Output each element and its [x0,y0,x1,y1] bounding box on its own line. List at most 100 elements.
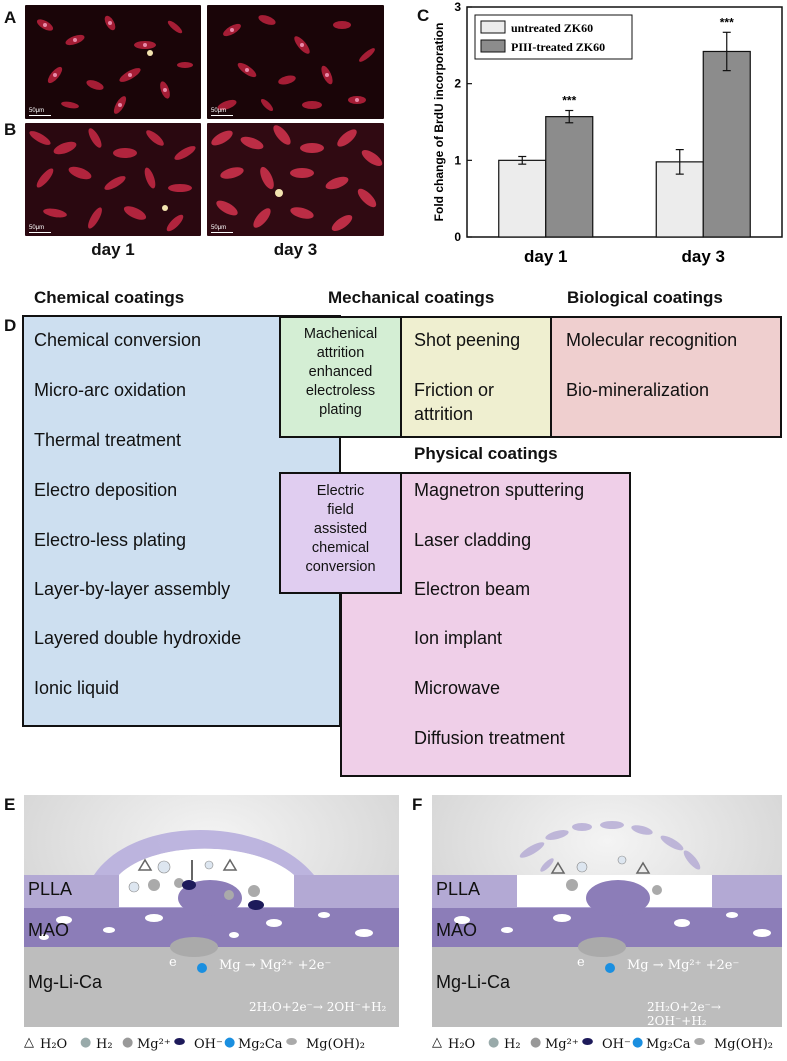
reaction-cathode: 2H₂O+2e⁻→ 2OH⁻+H₂ [249,1000,387,1014]
mg-ion-icon: ● [530,1035,542,1050]
plot-frame [466,6,783,238]
overlap-line: Machenical [303,326,378,342]
chemical-item: Chemical conversion [34,330,202,350]
oh-ion-icon: ⬬ [174,1035,186,1050]
physical-item: Magnetron sputtering [414,480,585,500]
legend-swatch-1 [480,39,506,53]
mech-chem-overlap-region [279,316,402,438]
chemical-item: Thermal treatment [34,430,182,450]
overlap-line: Electric [316,483,365,499]
micrograph-image [207,123,384,236]
electron-label: e [169,955,177,970]
micrograph-a-day1: 50μm [25,5,201,119]
micrograph-b-day1: 50μm [25,123,201,236]
scale-bar: 50μm [211,108,233,116]
legend-swatch-0 [480,20,506,34]
h2-icon: ● [80,1035,92,1050]
overlap-line: conversion [305,559,376,575]
reaction-anode: Mg → Mg²⁺ +2e⁻ [627,958,740,973]
legend-mg: Mg²⁺ [137,1037,171,1052]
biological-coatings-header: Biological coatings [567,288,723,307]
legend-mgoh2: Mg(OH)₂ [714,1037,773,1052]
x-tick-label: day 1 [524,247,567,266]
micrograph-a-day3: 50μm [207,5,384,119]
h2o-icon: △ [24,1035,34,1050]
mechanical-item: Shot peening [414,330,521,350]
phys-chem-overlap-region [279,472,402,594]
reaction-anode: Mg → Mg²⁺ +2e⁻ [219,958,332,973]
micrograph-image [207,5,384,119]
panel-label-e: E [4,795,16,814]
schematic-e: PLLA MAO Mg-Li-Ca e Mg → Mg²⁺ +2e⁻ 2H₂O+… [24,795,399,1027]
micrograph-b-day3: 50μm [207,123,384,236]
mg2ca-icon: ● [224,1035,236,1050]
legend-h2o: H₂O [40,1037,68,1052]
mech-chem-overlap-text: Machenical attrition enhanced electroles… [279,325,402,420]
legend-h2: H₂ [96,1037,113,1052]
physical-item: Electron beam [414,579,531,599]
legend-e: △ H₂O ● H₂ ● Mg²⁺ ⬬ OH⁻ ● Mg₂Ca ⬬ Mg(OH)… [24,1035,399,1055]
scale-bar: 50μm [29,108,51,116]
panel-label-b: B [4,120,17,139]
physical-coatings-header: Physical coatings [414,444,558,463]
layer-base-label: Mg-Li-Ca [436,972,511,992]
overlap-line: electroless [305,383,376,399]
legend-label-0: untreated ZK60 [511,21,593,35]
electron-label: e [577,955,585,970]
mg2ca-icon: ● [632,1035,644,1050]
layer-mao-label: MAO [28,920,70,940]
legend-mg2ca: Mg₂Ca [646,1037,691,1052]
scale-bar: 50μm [211,225,233,233]
panel-label-f: F [412,795,423,814]
chemical-item: Ionic liquid [34,678,120,698]
bar-1-1 [702,50,751,238]
legend-mg: Mg²⁺ [545,1037,579,1052]
legend-oh: OH⁻ [194,1037,223,1052]
mechanical-region [400,316,552,438]
layer-plla-label: PLLA [28,879,73,899]
x-tick-label: day 3 [682,247,725,266]
significance-label: *** [720,15,734,29]
y-axis-label: Fold change of BrdU incorporation [432,23,446,222]
reaction-cathode: 2H₂O+2e⁻→ 2OH⁻+H₂ [647,1000,721,1027]
chemical-item: Layer-by-layer assembly [34,579,231,599]
biological-item: Bio-mineralization [566,380,710,400]
mechanical-coatings-header: Mechanical coatings [328,288,495,307]
biological-item: Molecular recognition [566,330,738,350]
chemical-item: Micro-arc oxidation [34,380,187,400]
chemical-item: Layered double hydroxide [34,628,242,648]
legend-oh: OH⁻ [602,1037,631,1052]
mg-ion-icon: ● [122,1035,134,1050]
y-tick-label: 2 [454,77,461,91]
y-tick-label: 0 [454,230,461,244]
layer-base-label: Mg-Li-Ca [28,972,103,992]
physical-item: Microwave [414,678,501,698]
panel-label-c: C [417,6,430,25]
legend-h2o: H₂O [448,1037,476,1052]
legend-label-1: PIII-treated ZK60 [511,40,605,54]
physical-item: Diffusion treatment [414,728,565,748]
physical-item: Ion implant [414,628,503,648]
legend-mgoh2: Mg(OH)₂ [306,1037,365,1052]
overlap-line: assisted [313,521,368,537]
phys-chem-overlap-text: Electric field assisted chemical convers… [279,482,402,577]
scale-bar: 50μm [29,225,51,233]
chemical-coatings-header: Chemical coatings [34,288,185,307]
legend-mg2ca: Mg₂Ca [238,1037,283,1052]
bar-1-0 [545,116,594,238]
micrograph-image [25,123,201,236]
mgoh2-icon: ⬬ [694,1035,706,1050]
overlap-line: enhanced [308,364,373,380]
y-tick-label: 1 [454,153,461,167]
oh-ion-icon: ⬬ [582,1035,594,1050]
legend-f: △ H₂O ● H₂ ● Mg²⁺ ⬬ OH⁻ ● Mg₂Ca ⬬ Mg(OH)… [432,1035,782,1055]
h2o-icon: △ [432,1035,442,1050]
legend-h2: H₂ [504,1037,521,1052]
biological-region [550,316,782,438]
h2-icon: ● [488,1035,500,1050]
micrograph-day1-label: day 1 [91,240,135,259]
overlap-line: attrition [316,345,365,361]
schematic-f: PLLA MAO Mg-Li-Ca e Mg → Mg²⁺ +2e⁻ 2H₂O+… [432,795,782,1027]
chemical-item: Electro deposition [34,480,178,500]
